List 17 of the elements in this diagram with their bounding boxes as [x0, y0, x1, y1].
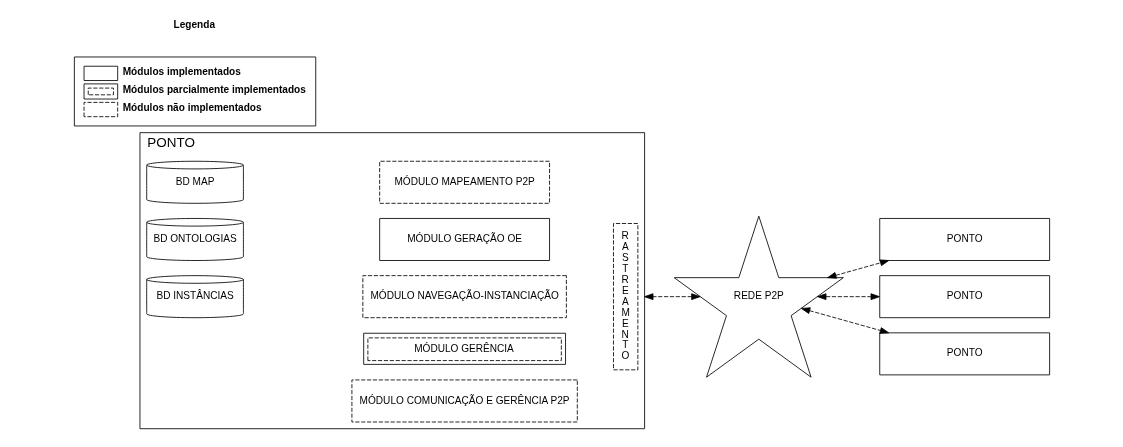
arrow	[643, 293, 700, 301]
arrow	[816, 293, 880, 301]
node-box: PONTO	[878, 218, 1050, 261]
legend-label: Módulos não implementados	[122, 102, 262, 114]
node-box: RASTREAMENTO	[612, 223, 638, 371]
node-box: PONTO	[878, 332, 1050, 376]
arrow	[826, 259, 889, 279]
legend-label: Módulos parcialmente implementados	[122, 84, 306, 96]
node-box: MÓDULO MAPEAMENTO P2P	[378, 160, 550, 204]
label: Legenda	[173, 19, 215, 31]
node-box: MÓDULO NAVEGAÇÃO-INSTANCIAÇÃO	[361, 275, 567, 319]
node-box: MÓDULO GERÊNCIA	[362, 332, 566, 365]
arrow	[800, 307, 889, 334]
node-box: PONTO	[878, 275, 1050, 319]
node-box: MÓDULO GERAÇÃO OE	[378, 218, 550, 261]
node-box: MÓDULO COMUNICAÇÃO E GERÊNCIA P2P	[351, 379, 578, 423]
legend-label: Módulos implementados	[122, 66, 241, 78]
